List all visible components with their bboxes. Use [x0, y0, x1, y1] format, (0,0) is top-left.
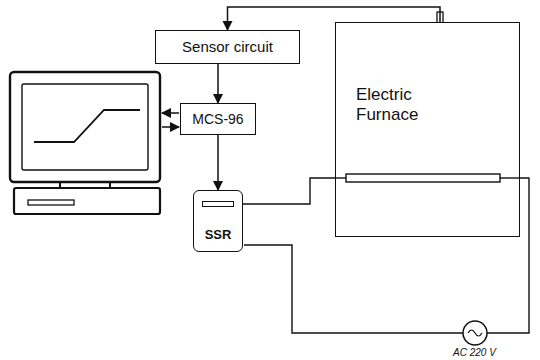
node-text: SSR: [205, 228, 232, 243]
node-text: Sensor circuit: [182, 38, 273, 55]
ac-symbol: [468, 330, 482, 336]
process-box: Sensor circuit: [155, 30, 300, 64]
heater-lead: [336, 177, 346, 178]
furnace-box: Electric Furnace: [335, 22, 520, 237]
computer-monitor: [10, 72, 160, 182]
ac-source: [463, 321, 487, 345]
power-wire: [244, 245, 463, 333]
supply-label: AC 220 V: [452, 347, 497, 358]
computer-base: [14, 182, 160, 214]
controller-box: MCS-96: [180, 103, 256, 135]
power-wire: [243, 178, 335, 204]
heater-lead: [500, 177, 519, 178]
heating-element: [346, 174, 500, 182]
signal-arrow: [217, 64, 219, 103]
ssr-device: SSR: [193, 190, 243, 252]
data-link: [162, 112, 179, 114]
signal-arrow: [217, 135, 219, 190]
node-text: Electric Furnace: [356, 85, 466, 124]
ssr-slot: [202, 201, 234, 207]
data-link: [162, 126, 179, 128]
node-text: MCS-96: [192, 111, 243, 127]
